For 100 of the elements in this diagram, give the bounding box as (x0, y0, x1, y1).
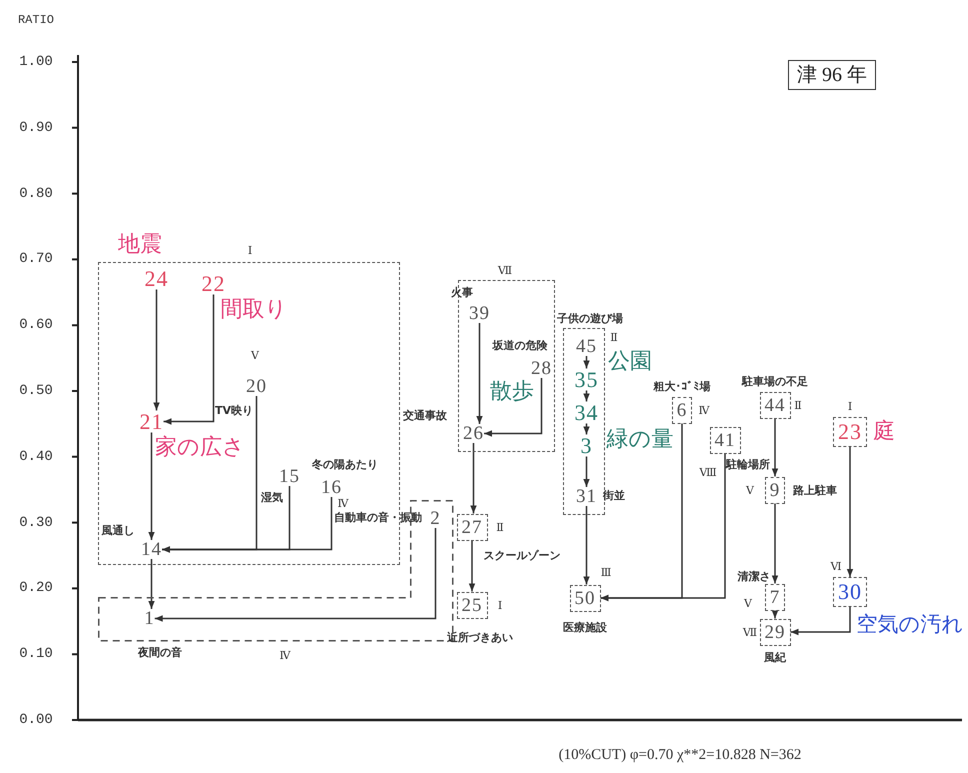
level-numeral: Ⅷ (699, 466, 717, 478)
item-label: 緑の量 (606, 429, 674, 451)
tick-label: 0.90 (19, 120, 53, 135)
item-label: 坂道の危険 (492, 340, 548, 350)
arrow (583, 424, 590, 434)
level-numeral: Ⅴ (746, 484, 754, 496)
arrow (583, 456, 590, 487)
item-number: 9 (770, 480, 780, 500)
arrow (600, 454, 726, 602)
arrow (468, 540, 476, 592)
arrow (162, 497, 332, 553)
item-label: 公園 (608, 351, 652, 373)
level-numeral: Ⅰ (248, 244, 252, 256)
arrow (772, 418, 778, 476)
arrow (148, 432, 155, 540)
item-number: 22 (202, 272, 226, 294)
item-number: 23 (838, 421, 862, 443)
tick-label: 0.10 (19, 647, 53, 662)
item-label: 医療施設 (563, 622, 607, 632)
item-label: 近所づきあい (447, 632, 513, 642)
item-number: 27 (462, 518, 482, 536)
title-box: 津 96 年 (788, 60, 876, 90)
item-label: 自動車の音・振動 (334, 512, 422, 522)
item-label: TV映り (214, 404, 254, 416)
item-number: 14 (141, 540, 162, 559)
item-number: 16 (321, 478, 342, 497)
dashed-box (760, 618, 790, 646)
tick-label: 0.50 (19, 384, 53, 398)
item-number: 21 (140, 410, 164, 432)
item-label: 子供の遊び場 (557, 312, 623, 324)
item-number: 29 (764, 622, 786, 642)
item-number: 15 (279, 467, 300, 486)
item-number: 1 (144, 609, 155, 628)
item-label: 冬の陽あたり (312, 458, 378, 470)
tick-label: 0.20 (19, 581, 53, 596)
item-number: 44 (764, 396, 786, 414)
arrow (772, 504, 778, 584)
level-numeral: Ⅴ (744, 598, 752, 608)
item-label: スクールゾーン (484, 550, 560, 560)
item-number: 28 (531, 359, 552, 378)
dashed-box (833, 577, 867, 607)
dashed-box (764, 584, 786, 610)
item-number: 20 (246, 377, 267, 396)
item-number: 45 (576, 337, 597, 356)
tick-label: 0.40 (19, 450, 53, 464)
dashed-box (764, 476, 786, 504)
tick-label: 0.80 (19, 186, 53, 201)
item-label: 風通し (102, 524, 134, 536)
arrow (583, 390, 590, 402)
item-number: 31 (576, 487, 597, 506)
item-number: 24 (144, 268, 168, 290)
item-label: 粗大･ｺﾞﾐ場 (654, 380, 710, 392)
level-numeral: Ⅱ (496, 522, 504, 532)
item-number: 35 (574, 368, 598, 390)
item-number: 39 (469, 304, 490, 323)
caption: (10%CUT) φ=0.70 χ**2=10.828 N=362 (558, 748, 802, 762)
item-label: 駐輪場所 (726, 458, 770, 470)
level-numeral: Ⅳ (280, 650, 290, 660)
arrow (148, 559, 155, 609)
tick-label: 0.70 (19, 252, 53, 266)
arrow (846, 447, 854, 577)
dashed-box (672, 396, 692, 424)
tick-label: 0.60 (19, 318, 53, 332)
dashed-box (833, 417, 867, 447)
item-number: 30 (838, 581, 862, 603)
item-label: 湿気 (261, 492, 283, 502)
item-label: 家の広さ (155, 437, 245, 459)
item-number: 25 (462, 596, 482, 614)
item-label: 交通事故 (403, 410, 447, 420)
level-numeral: Ⅶ (742, 626, 758, 638)
level-numeral: Ⅰ (498, 600, 502, 610)
item-number: 26 (463, 424, 484, 443)
dashed-box (570, 584, 600, 612)
level-numeral: Ⅴ (251, 350, 259, 360)
tick-label: 0.30 (19, 516, 53, 530)
arrow (772, 610, 778, 618)
arrow (790, 607, 851, 636)
axis-title: RATIO (18, 14, 54, 26)
item-number: 34 (574, 402, 598, 424)
arrow (583, 506, 590, 584)
arrow (154, 528, 436, 622)
item-label: 路上駐車 (793, 484, 837, 496)
item-number: 41 (714, 430, 736, 450)
item-label: 風紀 (764, 652, 786, 662)
level-numeral: Ⅱ (794, 400, 802, 410)
dashed-box (456, 592, 488, 618)
dashed-box (710, 426, 740, 454)
item-label: 散歩 (490, 381, 534, 403)
item-label: 地震 (118, 234, 162, 256)
level-numeral: Ⅳ (698, 404, 710, 416)
item-number: 3 (580, 434, 592, 456)
item-number: 50 (574, 588, 596, 608)
item-label: 夜間の音 (138, 646, 182, 658)
item-label: 火事 (451, 286, 473, 298)
item-label: 庭 (873, 421, 895, 443)
level-numeral: Ⅵ (830, 560, 842, 572)
arrow (470, 443, 477, 514)
item-number: 2 (430, 509, 441, 528)
level-numeral: Ⅶ (498, 264, 512, 276)
item-number: 7 (770, 588, 780, 606)
